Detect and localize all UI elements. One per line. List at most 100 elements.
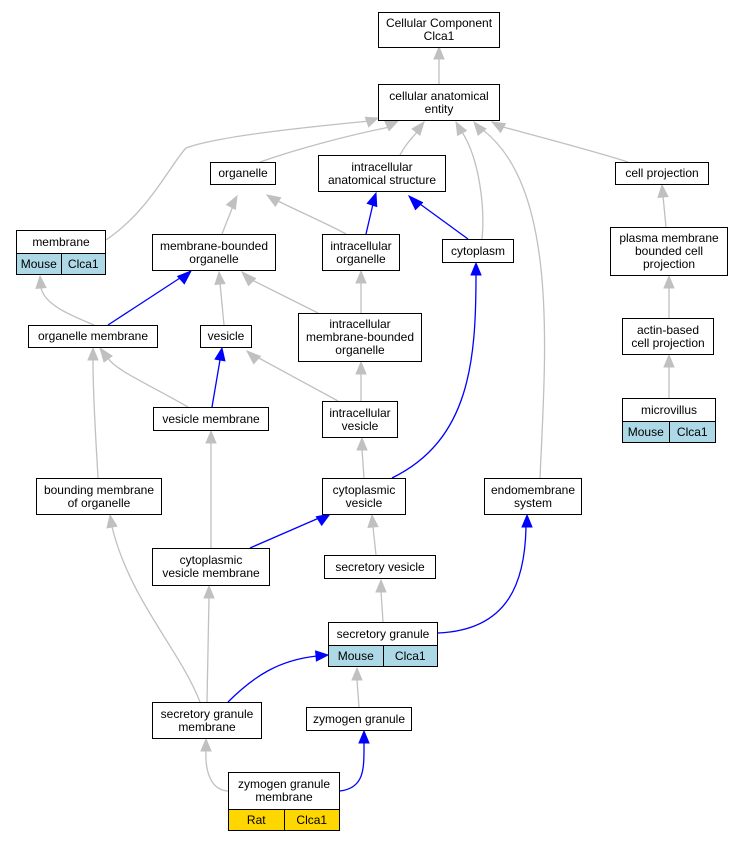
gene-tag: Clca1 [283,810,340,830]
edge-intorg-to-organelle [265,194,347,235]
edge-arrowhead [203,584,215,599]
edge-arrowhead [356,436,368,451]
edge-cytves-to-intves [356,436,368,479]
node-organelle[interactable]: organelle [210,162,276,185]
edge-arrowhead [355,269,367,284]
edge-line [111,526,201,703]
node-zymogen-granule[interactable]: zymogen granule [306,707,412,731]
node-membrane-bounded-organelle[interactable]: membrane-bounded organelle [152,234,276,271]
edge-line [662,195,667,228]
edge-zgm-to-sgm [200,737,229,792]
edge-arrowhead [367,513,379,528]
node-label: cytoplasmic vesicle [332,482,396,510]
species-tag: Mouse [20,256,57,271]
edge-arrowhead [470,261,482,276]
gene-tag: Clca1 [60,254,106,274]
node-vesicle-membrane[interactable]: vesicle membrane [153,407,269,431]
species-tag: Mouse [337,648,374,663]
edge-cytves-to-cytoplasm [391,261,482,479]
edge-line [361,448,365,479]
annotation-tags: Mouse Clca1 [329,645,437,666]
edge-cvm-to-cytves [249,513,332,549]
node-label: plasma membrane bounded cell projection [619,231,719,271]
edge-line [372,526,377,556]
node-label: membrane-bounded organelle [159,238,269,266]
edge-zgm-to-zymgran [339,729,370,792]
node-secretory-granule-membrane[interactable]: secretory granule membrane [152,702,262,739]
node-organelle-membrane[interactable]: organelle membrane [28,325,158,348]
edge-arrowhead [200,737,212,752]
edge-arrowhead [384,120,400,132]
edge-vesicle-to-mbo [214,270,226,326]
node-label: secretory granule [336,626,430,641]
edge-arrowhead [245,350,262,365]
node-secretory-vesicle[interactable]: secretory vesicle [324,555,436,579]
edge-cvm-to-vesmem [205,429,217,548]
node-intracellular-membrane-bounded-organelle[interactable]: intracellular membrane-bounded organelle [298,313,422,362]
edge-arrowhead [214,270,226,285]
edge-arrowhead [663,353,675,368]
edge-arrowhead [433,45,445,60]
edge-line [399,130,419,156]
gene-tag: Clca1 [382,646,438,666]
node-endomembrane-system[interactable]: endomembrane system [484,478,582,515]
edge-arrowhead [490,121,507,134]
node-cellular-component[interactable]: Cellular Component Clca1 [378,12,500,48]
edge-arrowhead [176,270,193,285]
edge-arrowhead [657,183,669,198]
edge-arrowhead [663,274,675,289]
edge-line [256,356,339,402]
node-cellular-anatomical-entity[interactable]: cellular anatomical entity [378,84,500,121]
edge-line [356,679,360,708]
edge-imbo-to-mbo [240,270,319,314]
node-cell-projection[interactable]: cell projection [615,162,709,185]
edge-arrowhead [351,666,363,681]
node-cytoplasm[interactable]: cytoplasm [442,239,514,263]
edge-pmbcp-to-cellproj [657,183,669,228]
edge-membrane-to-cae [105,116,380,241]
edge-secgran-to-secves [375,578,387,623]
node-label: zymogen granule membrane [237,777,331,804]
node-intracellular-vesicle[interactable]: intracellular vesicle [322,401,398,438]
edge-vesmem-to-vesicle [211,346,226,408]
edge-line [502,126,629,163]
node-label: cell projection [625,166,699,180]
node-cytoplasmic-vesicle[interactable]: cytoplasmic vesicle [322,478,406,515]
node-label: bounding membrane of organelle [43,482,155,510]
node-cytoplasmic-vesicle-membrane[interactable]: cytoplasmic vesicle membrane [152,548,270,586]
edge-bmo-to-orgmem [87,346,99,479]
node-vesicle[interactable]: vesicle [200,325,252,348]
edge-arrowhead [214,346,226,362]
node-label: cytoplasmic vesicle membrane [162,553,260,580]
edge-sgm-to-secgran [227,650,330,703]
edge-endosys-to-cae [473,120,546,479]
node-actin-based-cell-projection[interactable]: actin-based cell projection [622,318,714,355]
edge-line [206,597,210,703]
edge-line [249,517,320,549]
edge-line [219,282,225,326]
node-label: secretory granule membrane [160,706,254,734]
edge-line [339,742,365,792]
edge-arrowhead [411,120,425,136]
edge-vesmem-to-orgmem [99,346,189,408]
edge-arrowhead [35,274,47,289]
edge-orgmem-to-mbo [107,270,193,326]
node-plasma-membrane-bounded-cell-projection[interactable]: plasma membrane bounded cell projection [610,227,728,276]
node-bounding-membrane-of-organelle[interactable]: bounding membrane of organelle [36,478,162,515]
node-intracellular-organelle[interactable]: intracellular organelle [322,234,400,271]
edge-arrowhead [521,513,533,528]
edge-arrowhead [99,346,113,363]
node-label: vesicle membrane [162,411,260,426]
node-label: cellular anatomical entity [389,88,489,116]
species-tag: Mouse [627,424,664,439]
edge-line [419,203,469,240]
edge-cytoplasm-to-cae [455,120,484,240]
node-intracellular-anatomical-structure[interactable]: intracellular anatomical structure [318,155,446,192]
node-label: membrane [32,234,90,249]
edge-imbo-to-intorg [355,269,367,313]
